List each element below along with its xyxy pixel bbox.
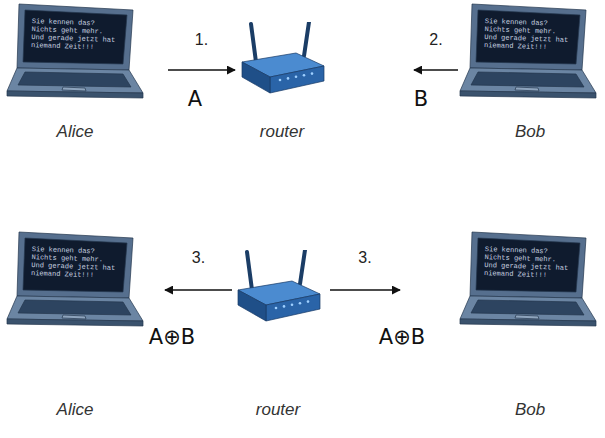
laptop-node: Sie kennen das? Nichts geht mehr. Und ge… bbox=[5, 0, 145, 145]
router-illustration bbox=[232, 250, 324, 322]
message-label: A⊕B bbox=[379, 325, 425, 349]
router-front bbox=[266, 294, 320, 321]
laptop-front bbox=[7, 91, 143, 98]
laptop-base bbox=[460, 68, 596, 93]
router-led bbox=[299, 302, 302, 305]
laptop-lid bbox=[470, 4, 586, 70]
screen-text: Sie kennen das? Nichts geht mehr. Und ge… bbox=[31, 245, 116, 280]
laptop-front bbox=[7, 319, 143, 326]
step-number: 1. bbox=[195, 31, 208, 49]
laptop-keyboard bbox=[471, 72, 584, 87]
router-antenna bbox=[304, 22, 309, 56]
laptop-node: Sie kennen das? Nichts geht mehr. Und ge… bbox=[458, 228, 602, 423]
screen-text: Sie kennen das? Nichts geht mehr. Und ge… bbox=[31, 17, 116, 52]
laptop-base bbox=[7, 296, 143, 321]
router-led bbox=[303, 74, 306, 77]
laptop-front bbox=[460, 319, 596, 326]
step-number: 3. bbox=[192, 249, 205, 267]
node-caption: Bob bbox=[458, 122, 602, 142]
node-caption: Alice bbox=[5, 400, 145, 420]
router-led bbox=[275, 307, 278, 310]
laptop-front bbox=[460, 91, 596, 98]
router-led bbox=[287, 77, 290, 80]
node-caption: router bbox=[232, 400, 324, 420]
router-led bbox=[283, 305, 286, 308]
step-number: 3. bbox=[358, 249, 371, 267]
laptop-node: Sie kennen das? Nichts geht mehr. Und ge… bbox=[458, 0, 602, 145]
node-caption: router bbox=[236, 122, 328, 142]
message-arrow bbox=[330, 289, 400, 290]
router-led bbox=[311, 72, 314, 75]
router-antenna bbox=[247, 252, 252, 290]
router-side bbox=[242, 62, 270, 93]
laptop-lid bbox=[17, 232, 133, 298]
laptop-screen bbox=[23, 238, 127, 292]
laptop-lid bbox=[17, 4, 133, 70]
router-illustration bbox=[236, 22, 328, 94]
router-led bbox=[295, 76, 298, 79]
message-arrow bbox=[414, 69, 458, 70]
laptop-keyboard bbox=[18, 72, 131, 87]
message-arrow bbox=[165, 289, 232, 290]
laptop-screen bbox=[23, 10, 127, 64]
message-label: B bbox=[414, 87, 428, 111]
laptop-keyboard bbox=[471, 300, 584, 315]
laptop-screen bbox=[476, 10, 580, 64]
laptop-lid bbox=[470, 232, 586, 298]
laptop-touchpad bbox=[515, 87, 539, 91]
router-antenna bbox=[300, 250, 305, 284]
step-number: 2. bbox=[429, 31, 442, 49]
laptop-touchpad bbox=[515, 315, 539, 319]
node-caption: Bob bbox=[458, 400, 602, 420]
laptop-node: Sie kennen das? Nichts geht mehr. Und ge… bbox=[5, 228, 145, 423]
router-node: router bbox=[236, 22, 328, 145]
message-arrow bbox=[168, 69, 235, 70]
router-node: router bbox=[232, 250, 324, 423]
router-led bbox=[291, 304, 294, 307]
laptop-screen bbox=[476, 238, 580, 292]
laptop-touchpad bbox=[62, 87, 86, 91]
node-caption: Alice bbox=[5, 122, 145, 142]
router-antenna bbox=[251, 24, 256, 62]
message-label: A⊕B bbox=[149, 325, 195, 349]
router-led bbox=[279, 79, 282, 82]
router-led bbox=[307, 300, 310, 303]
router-front bbox=[270, 66, 324, 93]
router-side bbox=[238, 290, 266, 321]
laptop-base bbox=[7, 68, 143, 93]
laptop-base bbox=[460, 296, 596, 321]
laptop-touchpad bbox=[62, 315, 86, 319]
screen-text: Sie kennen das? Nichts geht mehr. Und ge… bbox=[484, 17, 569, 52]
laptop-keyboard bbox=[18, 300, 131, 315]
message-label: A bbox=[188, 87, 202, 111]
screen-text: Sie kennen das? Nichts geht mehr. Und ge… bbox=[484, 245, 569, 280]
